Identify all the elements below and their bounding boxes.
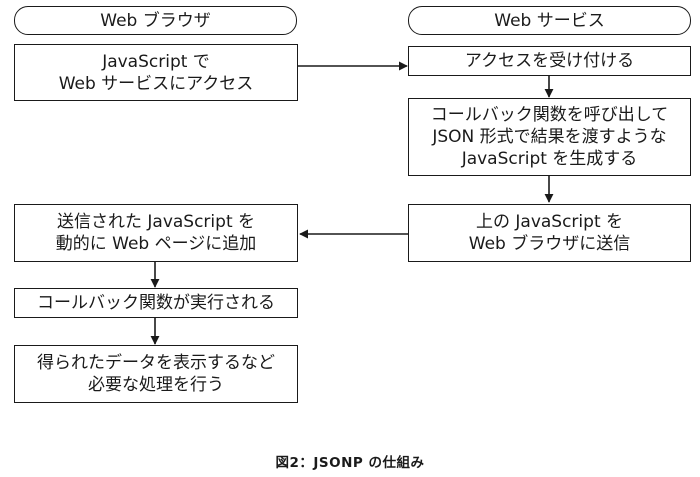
step-send-script: 上の JavaScript を Web ブラウザに送信 xyxy=(408,204,691,262)
step-execute-callback: コールバック関数が実行される xyxy=(14,288,298,318)
step-browser-access-line: Web サービスにアクセス xyxy=(58,73,254,94)
step-browser-access-line: JavaScript で xyxy=(102,51,210,72)
step-process-data-line: 得られたデータを表示するなど xyxy=(37,353,275,373)
lane-header-service-label: Web サービス xyxy=(494,10,605,31)
step-send-script-line: 上の JavaScript を xyxy=(475,212,624,232)
figure-caption: 図2：JSONP の仕組み xyxy=(275,455,425,471)
step-add-to-page-line: 動的に Web ページに追加 xyxy=(55,234,257,254)
step-process-data-line: 必要な処理を行う xyxy=(88,375,224,395)
step-execute-callback-line: コールバック関数が実行される xyxy=(37,293,275,313)
step-receive-access-line: アクセスを受け付ける xyxy=(464,51,635,71)
step-generate-script-line: コールバック関数を呼び出して xyxy=(430,105,669,125)
lane-header-browser: Web ブラウザ xyxy=(14,6,297,35)
step-browser-access: JavaScript で Web サービスにアクセス xyxy=(14,44,298,101)
step-add-to-page-line: 送信された JavaScript を xyxy=(56,212,256,232)
lane-header-browser-label: Web ブラウザ xyxy=(100,10,211,31)
step-generate-script: コールバック関数を呼び出して JSON 形式で結果を渡すような JavaScri… xyxy=(408,98,691,176)
step-generate-script-line: JavaScript を生成する xyxy=(461,149,638,169)
step-add-to-page: 送信された JavaScript を 動的に Web ページに追加 xyxy=(14,204,298,262)
step-send-script-line: Web ブラウザに送信 xyxy=(468,234,631,254)
lane-header-service: Web サービス xyxy=(408,6,691,35)
step-generate-script-line: JSON 形式で結果を渡すような xyxy=(432,127,667,147)
step-receive-access: アクセスを受け付ける xyxy=(408,46,691,76)
step-process-data: 得られたデータを表示するなど 必要な処理を行う xyxy=(14,345,298,403)
